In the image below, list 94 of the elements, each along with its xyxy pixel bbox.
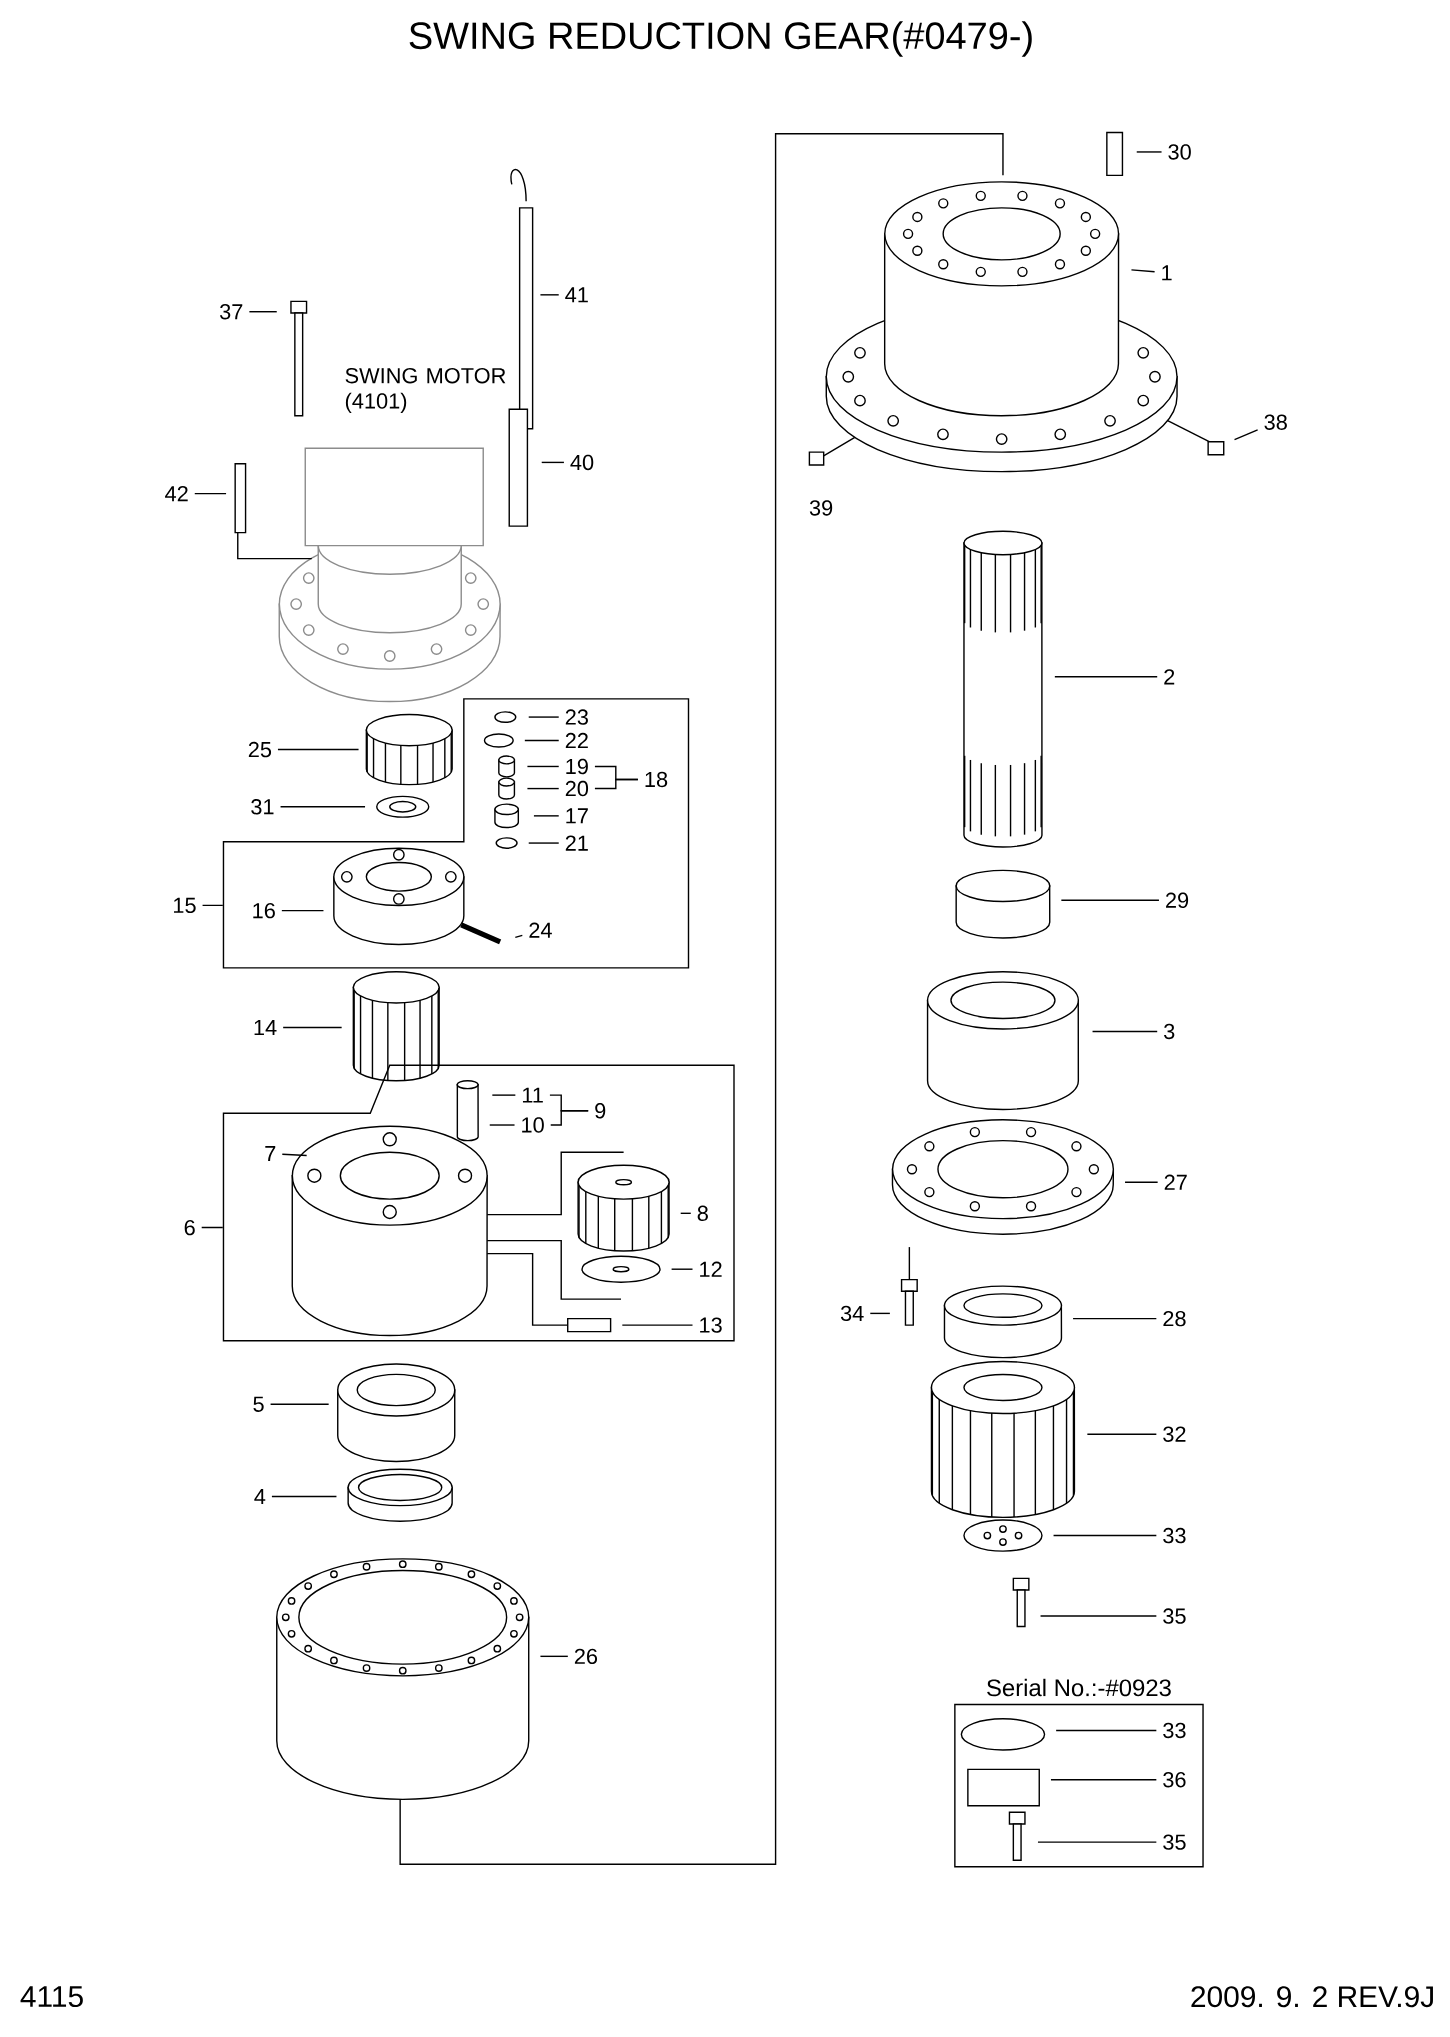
leader-line	[528, 716, 560, 718]
leader-line	[533, 815, 560, 817]
callout-number: 36	[1163, 1772, 1186, 1788]
leader-line	[1037, 1841, 1158, 1843]
leader-line	[526, 787, 560, 790]
leader-line	[281, 909, 325, 912]
leader-line	[281, 1153, 308, 1157]
leader-line	[270, 1403, 330, 1405]
callout-number: 6	[184, 1219, 195, 1236]
callout-number: 28	[1163, 1310, 1186, 1327]
leader-line	[1055, 1729, 1158, 1732]
callout-number: 16	[253, 902, 275, 919]
leader-line	[680, 1212, 692, 1214]
callout-number: 25	[248, 741, 272, 758]
leader-line	[1124, 1181, 1159, 1183]
callout-number: 3	[1164, 1023, 1175, 1040]
callout-number: 23	[565, 709, 589, 725]
callout-number: 7	[265, 1146, 276, 1162]
callout-number: 20	[565, 780, 589, 797]
leader-line	[489, 1124, 516, 1126]
callout-number: 33	[1163, 1527, 1186, 1544]
leader-line	[1086, 1433, 1158, 1435]
leader-line	[514, 934, 524, 939]
leader-line	[1060, 899, 1160, 901]
leader-line	[621, 1324, 694, 1326]
group-frame	[222, 698, 690, 969]
callout-number: 29	[1166, 892, 1189, 908]
callout-number: 37	[220, 304, 243, 320]
leader-line	[528, 842, 560, 844]
callout-number: 24	[529, 922, 552, 938]
callout-number: 8	[697, 1205, 709, 1222]
leader-line	[1052, 1534, 1158, 1537]
callout-number: 32	[1163, 1426, 1186, 1442]
leader-line	[526, 765, 560, 768]
callout-number: 22	[565, 732, 588, 749]
leader-line	[282, 1026, 343, 1029]
leader-line	[541, 461, 565, 464]
callout-number: 33	[1163, 1722, 1186, 1739]
leader-line	[1136, 151, 1163, 153]
leader-line	[1054, 676, 1159, 678]
callout-number: 31	[251, 799, 274, 815]
leader-line	[1072, 1317, 1158, 1320]
leader-line	[279, 806, 366, 808]
leader-line	[869, 1312, 891, 1315]
callout-number: 35	[1163, 1608, 1186, 1624]
callout-number: 18	[645, 771, 668, 788]
callout-number: 9	[595, 1103, 606, 1119]
callout-number: 39	[809, 500, 833, 516]
node-label: Serial No.:-#0923	[987, 1678, 1171, 1697]
leader-line	[539, 294, 560, 296]
leader-line	[277, 748, 360, 751]
leader-line	[201, 904, 224, 907]
part-label: SWING MOTOR (4101)	[345, 367, 506, 413]
bracket-line	[550, 1110, 589, 1126]
revision-date: 2009. 9. 2 REV.9J	[1191, 1986, 1434, 2008]
title: SWING REDUCTION GEAR(#0479-)	[409, 21, 1032, 57]
callout-number: 11	[523, 1087, 543, 1103]
leader-line	[1130, 269, 1156, 273]
callout-number: 30	[1168, 144, 1191, 160]
leader-line	[491, 1094, 517, 1096]
callout-number: 2	[1164, 669, 1175, 685]
leader-line	[201, 1226, 224, 1229]
callout-number: 12	[700, 1261, 722, 1277]
callout-number: 13	[700, 1317, 722, 1333]
callout-number: 21	[565, 835, 588, 851]
leader-line	[1050, 1779, 1158, 1781]
callout-number: 40	[570, 454, 594, 471]
page-number: 4115	[20, 1986, 83, 2008]
leader-line	[524, 739, 560, 742]
leader-line	[1039, 1615, 1158, 1617]
callout-number: 14	[254, 1020, 277, 1036]
callout-number: 34	[841, 1305, 864, 1322]
group-frame	[222, 1064, 735, 1342]
callout-number: 35	[1163, 1834, 1186, 1850]
callout-number: 38	[1264, 414, 1287, 430]
leader-line	[248, 311, 278, 313]
callout-number: 17	[566, 808, 588, 824]
callout-number: 1	[1162, 265, 1172, 281]
leader-line	[539, 1655, 569, 1658]
callout-number: 10	[522, 1117, 544, 1133]
leader-line	[271, 1495, 338, 1498]
callout-number: 26	[575, 1648, 598, 1665]
callout-number: 4	[254, 1489, 266, 1505]
bracket-line	[594, 778, 639, 790]
leader-line	[1233, 429, 1259, 441]
callout-number: 15	[174, 897, 196, 914]
callout-number: 41	[565, 287, 588, 303]
leader-line	[1091, 1030, 1159, 1033]
leader-line	[671, 1268, 694, 1270]
callout-number: 42	[165, 486, 188, 502]
callout-number: 27	[1164, 1174, 1187, 1190]
callout-number: 19	[566, 758, 588, 775]
callout-number: 5	[253, 1396, 264, 1412]
leader-line	[194, 492, 227, 495]
